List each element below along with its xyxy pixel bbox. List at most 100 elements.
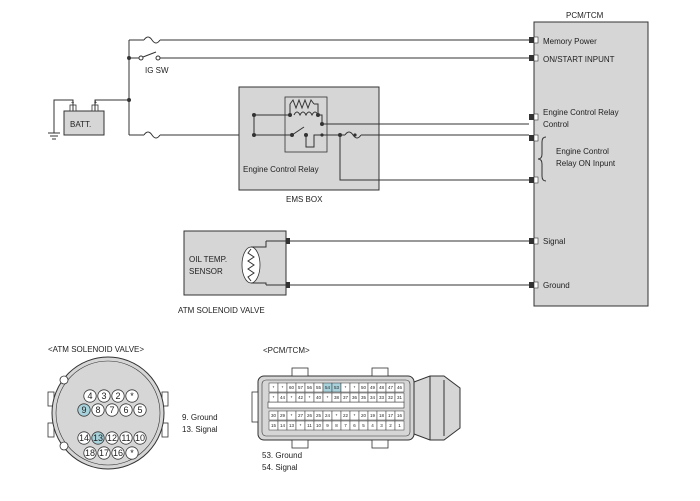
atm-pin-3: 3 [97, 389, 111, 403]
pcm-pin-label: 34 [370, 395, 376, 400]
atm-pin-7: 7 [105, 403, 119, 417]
pcm-pin-label: 7 [344, 423, 347, 428]
oil-temp-sensor: OIL TEMP. SENSOR ATM SOLENOID VALVE [178, 230, 529, 315]
atm-pin-6: 6 [119, 403, 133, 417]
pcm-pin-label: 44 [280, 395, 286, 400]
pcm-pin-47: 47 [385, 382, 396, 393]
ig-sw-label: IG SW [145, 66, 169, 75]
pcm-pin-20: 20 [358, 410, 369, 421]
pcm-pin-label: * [336, 413, 338, 418]
pcm-pin-8: 8 [331, 420, 342, 431]
pcm-pin-label: 48 [379, 385, 385, 390]
pin-label-ecr-on-2: Relay ON Inpunt [556, 159, 616, 168]
atm-pin-label: * [130, 448, 134, 458]
pcm-pin-label: * [300, 423, 302, 428]
atm-pin-17: 17 [97, 446, 111, 460]
pcm-pin-55: 55 [313, 382, 324, 393]
atm-pin-12: 12 [105, 431, 119, 445]
pcm-pin-label: 4 [371, 423, 374, 428]
pcm-pin-label: 27 [298, 413, 304, 418]
pcm-pin-label: 46 [397, 385, 403, 390]
relay-label: Engine Control Relay [243, 165, 319, 174]
atm-pin-label: 12 [107, 433, 117, 443]
pcm-pin-37: 37 [340, 392, 351, 403]
pcm-pin-4: 4 [367, 420, 378, 431]
pcm-pin-32: 32 [385, 392, 396, 403]
atm-pin-18: 18 [83, 446, 97, 460]
pcm-pin-57: 57 [295, 382, 306, 393]
pcm-pin-22: 22 [340, 410, 351, 421]
atm-connector-title: <ATM SOLENOID VALVE> [48, 345, 144, 354]
ecr-on-brace [537, 136, 547, 182]
pcm-pin-label: * [354, 413, 356, 418]
atm-pin-13: 13 [91, 431, 105, 445]
pcm-pin-label: * [273, 395, 275, 400]
pcm-pin-blank: * [304, 392, 315, 403]
atm-pin-label: 3 [101, 391, 106, 401]
pcm-pin-19: 19 [367, 410, 378, 421]
pcm-pin-label: 22 [343, 413, 349, 418]
pcm-pin-blank: * [340, 382, 351, 393]
pcm-pin-label: * [291, 395, 293, 400]
atm-pin-4: 4 [83, 389, 97, 403]
pcm-pin-label: 19 [370, 413, 376, 418]
pcm-pin-label: 56 [307, 385, 313, 390]
pcm-pin-label: 36 [352, 395, 358, 400]
pcm-pin-31: 31 [394, 392, 405, 403]
pcm-connector-housing [413, 375, 461, 441]
pcm-pin-26: 26 [304, 410, 315, 421]
fuse-memory [143, 36, 161, 44]
atm-pin-label: 17 [99, 448, 109, 458]
relay-coil [293, 111, 319, 117]
pcm-pin-9: 9 [322, 420, 333, 431]
atm-pin-label: 18 [85, 448, 95, 458]
pcm-pin-25: 25 [313, 410, 324, 421]
pcm-pin-label: 26 [307, 413, 313, 418]
atm-pin-8: 8 [91, 403, 105, 417]
pcm-pin-50: 50 [358, 382, 369, 393]
pcm-note-signal: 54. Signal [262, 463, 298, 472]
pcm-pin-blank: * [286, 392, 297, 403]
atm-pin-label: 8 [95, 405, 100, 415]
pcm-pin-3: 3 [376, 420, 387, 431]
pcm-tcm-module: PCM/TCM Memory Power ON/START INPUNT Eng… [529, 11, 649, 307]
pcm-pin-6: 6 [349, 420, 360, 431]
pin-label-on-start: ON/START INPUNT [543, 55, 615, 64]
ems-box: Engine Control Relay EMS BOX [238, 86, 529, 204]
pcm-pin-label: 54 [325, 385, 331, 390]
pcm-pin-15: 15 [268, 420, 279, 431]
pcm-pin-blank: * [349, 382, 360, 393]
atm-pin-label: 5 [137, 405, 142, 415]
pcm-pin-blank: * [322, 392, 333, 403]
pcm-pin-38: 38 [331, 392, 342, 403]
power-wiring: + + BATT. IG SW [48, 36, 529, 140]
pcm-pin-label: 16 [397, 413, 403, 418]
battery [63, 110, 105, 136]
pcm-pin-label: 8 [335, 423, 338, 428]
pin-label-ecr-control-2: Control [543, 120, 569, 129]
pcm-pin-40: 40 [313, 392, 324, 403]
pin-label-memory-power: Memory Power [543, 37, 597, 46]
pcm-pin-label: 37 [343, 395, 349, 400]
pcm-pin-blank: * [268, 382, 279, 393]
pcm-pin-35: 35 [358, 392, 369, 403]
relay-resistor [289, 98, 315, 110]
pcm-pin-label: 5 [362, 423, 365, 428]
pcm-pin-5: 5 [358, 420, 369, 431]
pcm-pin-label: 13 [289, 423, 295, 428]
pcm-pin-blank: * [268, 392, 279, 403]
pcm-pin-label: 49 [370, 385, 376, 390]
atm-pin-5: 5 [133, 403, 147, 417]
pin-label-ecr-control-1: Engine Control Relay [543, 108, 619, 117]
pcm-pin-33: 33 [376, 392, 387, 403]
pcm-pin-49: 49 [367, 382, 378, 393]
pcm-pin-label: 25 [316, 413, 322, 418]
atm-pin-label: 10 [135, 433, 145, 443]
pcm-pin-label: 30 [271, 413, 277, 418]
pcm-pin-44: 44 [277, 392, 288, 403]
atm-pin-label: 14 [79, 433, 89, 443]
pcm-pin-label: 6 [353, 423, 356, 428]
pcm-pin-1: 1 [394, 420, 405, 431]
atm-pin-label: 11 [121, 433, 130, 443]
